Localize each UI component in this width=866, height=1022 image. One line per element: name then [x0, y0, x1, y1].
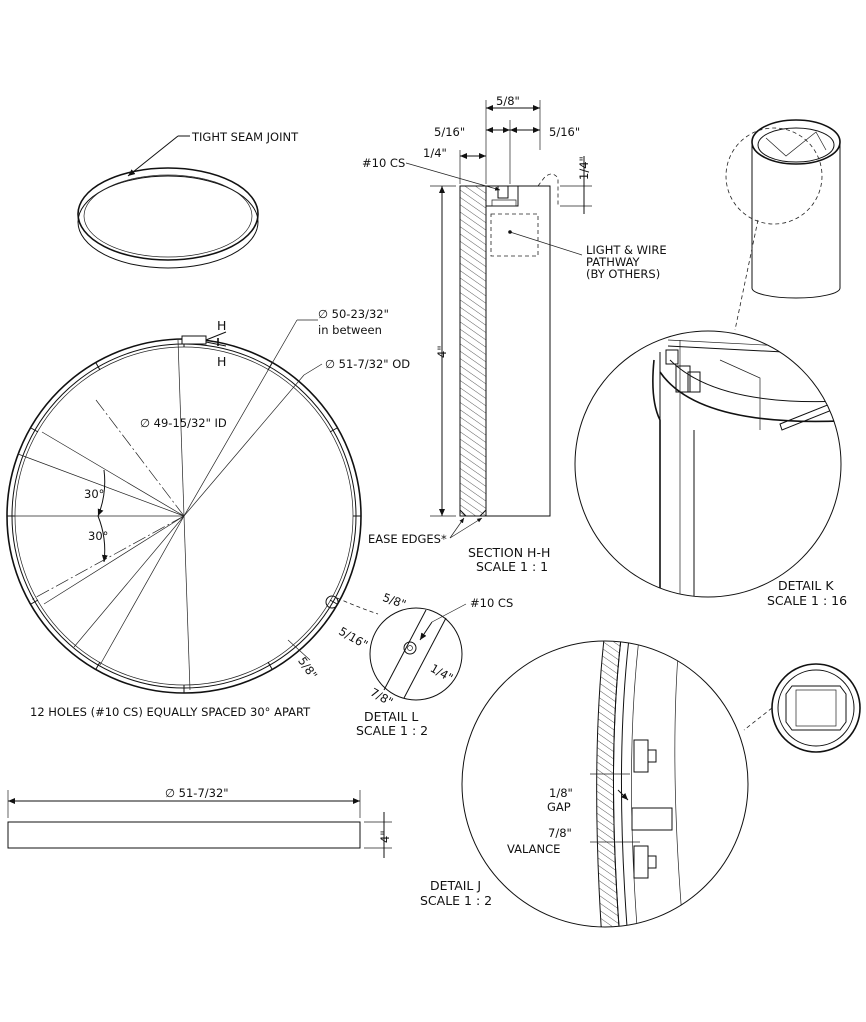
- section-marker-bottom: H: [217, 354, 226, 369]
- detail-l-58-label: 5/8": [381, 590, 408, 611]
- detail-j-title: DETAIL J: [430, 878, 481, 893]
- section-height-label: 4": [435, 345, 449, 358]
- angle-label-1: 30°: [84, 487, 104, 501]
- light-pathway-line3: (BY OTHERS): [586, 267, 660, 281]
- detail-l-78-label: 7/8": [368, 685, 396, 709]
- elevation-dia-label: ∅ 51-7/32": [165, 786, 229, 800]
- section-width-label: 5/8": [496, 94, 520, 108]
- section-quarter-left: 1/4": [423, 146, 447, 160]
- ring-width-label: 5/8": [295, 654, 320, 682]
- section-half-right: 5/16": [549, 125, 580, 139]
- detail-j-gap-line1: 1/8": [549, 786, 573, 800]
- detail-k-scale: SCALE 1 : 16: [767, 593, 847, 608]
- tight-seam-label: TIGHT SEAM JOINT: [191, 130, 299, 144]
- detail-l: #10 CS 5/8" 5/16" 1/4" 7/8" DETAIL L SCA…: [336, 590, 513, 738]
- section-h-h: 5/8" 5/16" 5/16" 1/4" 1/4" #10 CS LIGHT …: [362, 94, 667, 574]
- cylinder-iso-view: [725, 119, 841, 331]
- detail-j-valance-line1: 7/8": [548, 826, 572, 840]
- detail-l-title: DETAIL L: [364, 709, 418, 724]
- detail-k: DETAIL K SCALE 1 : 16: [574, 330, 847, 608]
- section-half-left: 5/16": [434, 125, 465, 139]
- small-top-view: [743, 663, 861, 753]
- plan-view-ring: 30° 30° H H ∅ 50-23/32" in between ∅ 51-…: [6, 307, 410, 719]
- light-pathway-line2: PATHWAY: [586, 255, 641, 269]
- detail-j: 1/8" GAP 7/8" VALANCE DETAIL J SCALE 1 :…: [420, 640, 749, 928]
- section-cs-label: #10 CS: [362, 156, 405, 170]
- detail-l-scale: SCALE 1 : 2: [356, 723, 428, 738]
- detail-j-gap-line2: GAP: [547, 800, 571, 814]
- detail-l-cs-label: #10 CS: [470, 596, 513, 610]
- section-quarter-right: 1/4": [577, 156, 591, 180]
- detail-j-scale: SCALE 1 : 2: [420, 893, 492, 908]
- elevation-height-label: 4": [378, 830, 392, 843]
- detail-l-14-label: 1/4": [428, 661, 456, 685]
- detail-l-516-label: 5/16": [336, 624, 370, 652]
- light-pathway-line1: LIGHT & WIRE: [586, 243, 667, 257]
- dia-od-label: ∅ 51-7/32" OD: [325, 357, 410, 371]
- elevation-view: ∅ 51-7/32" 4": [7, 786, 392, 858]
- isometric-ring-view: TIGHT SEAM JOINT: [77, 130, 299, 269]
- section-scale: SCALE 1 : 1: [476, 559, 548, 574]
- section-title: SECTION H-H: [468, 545, 550, 560]
- section-marker-top: H: [217, 318, 226, 333]
- in-between-label: in between: [318, 323, 382, 337]
- dia-between-label: ∅ 50-23/32": [318, 307, 389, 321]
- angle-label-2: 30°: [88, 529, 108, 543]
- dia-id-label: ∅ 49-15/32" ID: [140, 416, 227, 430]
- holes-note: 12 HOLES (#10 CS) EQUALLY SPACED 30° APA…: [30, 705, 311, 719]
- ease-edges-label: EASE EDGES*: [368, 532, 447, 546]
- detail-j-valance-line2: VALANCE: [507, 842, 560, 856]
- detail-k-title: DETAIL K: [778, 578, 834, 593]
